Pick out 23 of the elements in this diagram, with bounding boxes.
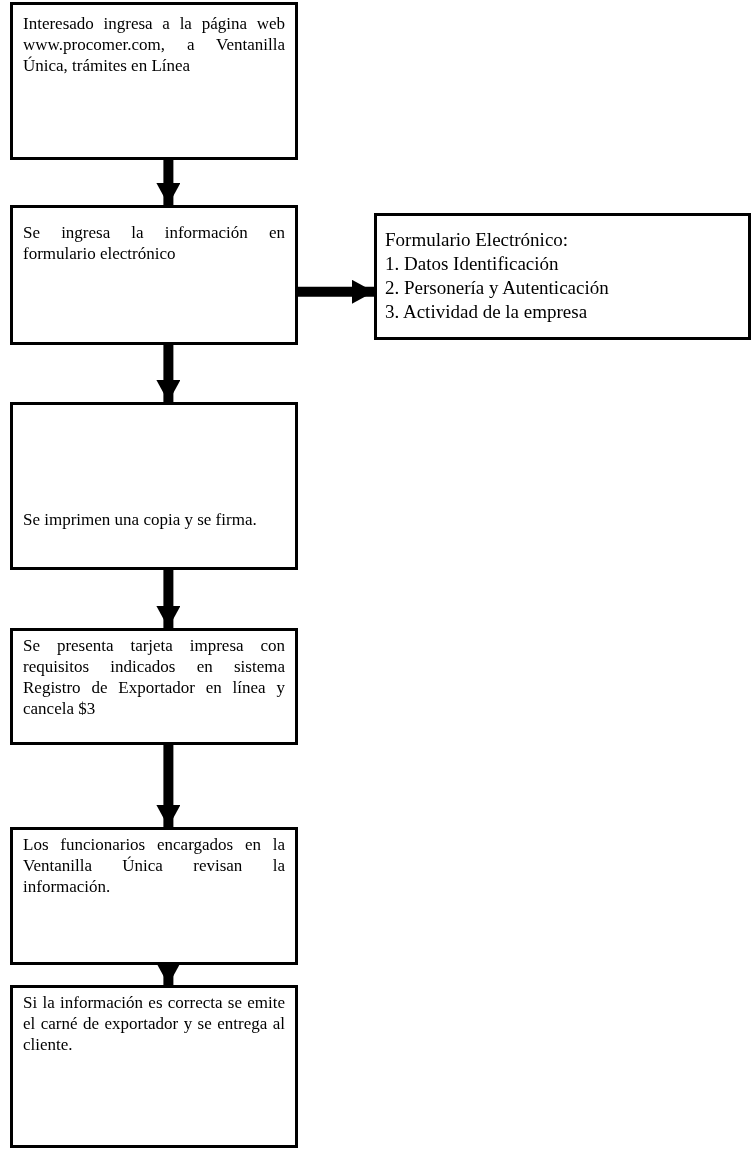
- list-item: 1. Datos Identificación: [384, 252, 560, 276]
- arrow: [156, 745, 181, 827]
- process-box: [10, 827, 298, 965]
- process-box: [10, 2, 298, 160]
- step-text: Se presenta tarjeta impresa con requisitos indicados en sistema Registro de Exportador en línea y cancela $3: [22, 635, 286, 719]
- step-text: Los funcionarios encargados en la Ventanilla Única revisan la información.: [22, 834, 286, 897]
- list-item: 2. Personería y Autenticación: [384, 276, 610, 300]
- arrow: [298, 279, 374, 304]
- arrow: [156, 345, 181, 402]
- process-box: [374, 213, 751, 340]
- step-text: Si la información es correcta se emite el carné de exportador y se entrega al cliente.: [22, 992, 286, 1055]
- arrow: [156, 160, 181, 205]
- process-box: [10, 402, 298, 570]
- step-text: Se ingresa la información en formulario electrónico: [22, 222, 286, 264]
- process-box: [10, 628, 298, 745]
- arrow: [156, 570, 181, 628]
- step-text: Interesado ingresa a la página web www.procomer.com, a Ventanilla Única, trámites en Línea: [22, 13, 286, 76]
- list-heading: Formulario Electrónico:: [384, 228, 570, 252]
- arrow: [156, 963, 181, 985]
- process-box: [10, 205, 298, 345]
- step-text: Se imprimen una copia y se firma.: [22, 509, 258, 530]
- process-box: [10, 985, 298, 1148]
- list-item: 3. Actividad de la empresa: [384, 300, 589, 324]
